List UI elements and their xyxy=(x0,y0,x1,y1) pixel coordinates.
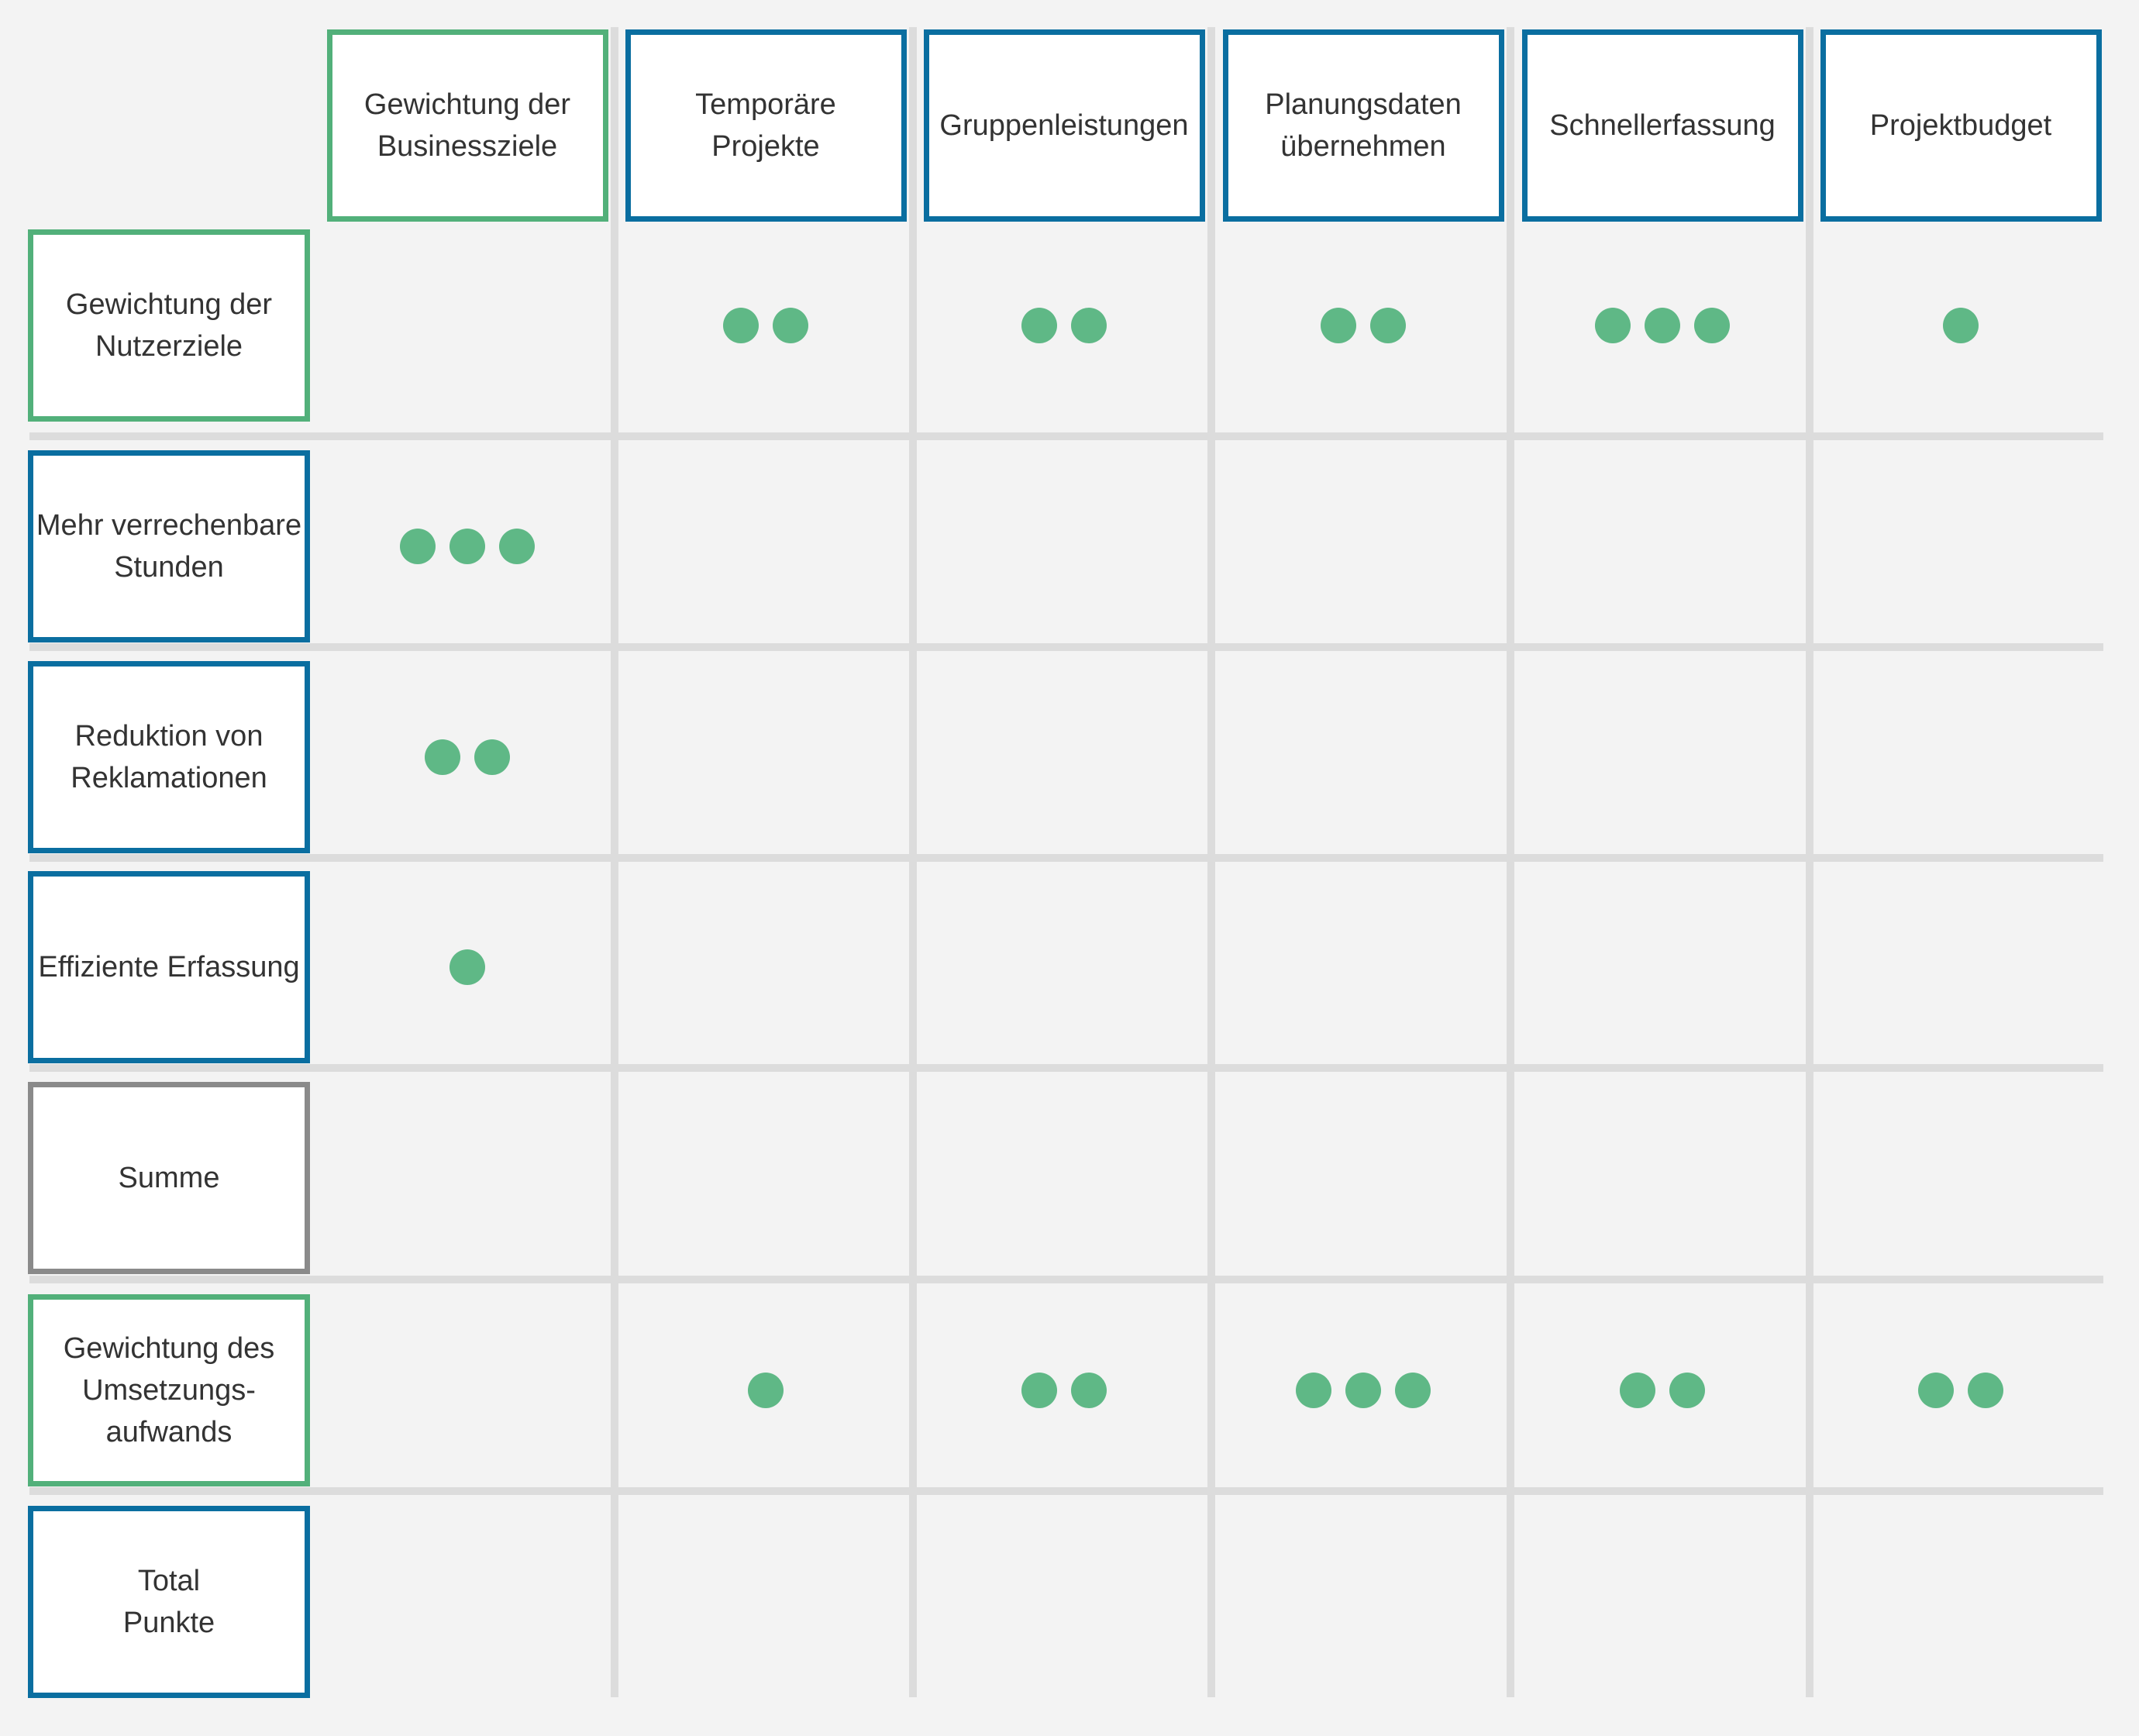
rating-dot xyxy=(1296,1373,1331,1408)
grid-column-divider xyxy=(909,27,917,1697)
rating-dot xyxy=(425,739,460,775)
rating-dot xyxy=(1021,308,1057,343)
rating-dot xyxy=(1694,308,1730,343)
rating-dot xyxy=(1620,1373,1655,1408)
row-header-stunden: Mehr verrechenbare Stunden xyxy=(28,450,310,642)
rating-dot xyxy=(1370,308,1406,343)
rating-dot xyxy=(1071,308,1107,343)
grid-row-divider xyxy=(29,854,2103,862)
column-header-schnell: Schnellerfassung xyxy=(1521,29,1803,222)
rating-dot xyxy=(1943,308,1979,343)
rating-dot xyxy=(1071,1373,1107,1408)
grid-row-divider xyxy=(29,1064,2103,1072)
rating-dot xyxy=(1395,1373,1431,1408)
row-header-aufwand: Gewichtung des Umsetzungs- aufwands xyxy=(28,1294,310,1486)
rating-dot xyxy=(1595,308,1631,343)
rating-dot xyxy=(723,308,759,343)
column-header-temp: Temporäre Projekte xyxy=(625,29,907,222)
row-header-total: Total Punkte xyxy=(28,1506,310,1698)
grid-column-divider xyxy=(1806,27,1814,1697)
rating-dot xyxy=(1669,1373,1705,1408)
grid-column-divider xyxy=(1507,27,1514,1697)
column-header-gruppen: Gruppenleistungen xyxy=(923,29,1205,222)
rating-dot xyxy=(1968,1373,2003,1408)
rating-dot xyxy=(773,308,808,343)
rating-dot xyxy=(450,949,485,985)
grid-row-divider xyxy=(29,643,2103,651)
rating-dot xyxy=(748,1373,784,1408)
rating-dot xyxy=(499,529,535,564)
rating-dot xyxy=(1645,308,1680,343)
grid-row-divider xyxy=(29,432,2103,440)
grid-row-divider xyxy=(29,1487,2103,1495)
rating-dot xyxy=(1321,308,1356,343)
rating-dot xyxy=(400,529,436,564)
rating-dot xyxy=(474,739,510,775)
column-header-budget: Projektbudget xyxy=(1820,29,2102,222)
row-header-nutzer: Gewichtung der Nutzerziele xyxy=(28,229,310,422)
rating-dot xyxy=(1021,1373,1057,1408)
grid-row-divider xyxy=(29,1276,2103,1283)
column-header-business: Gewichtung der Businessziele xyxy=(326,29,608,222)
rating-dot xyxy=(1918,1373,1954,1408)
row-header-erfassung: Effiziente Erfassung xyxy=(28,871,310,1063)
grid-column-divider xyxy=(1207,27,1215,1697)
row-header-summe: Summe xyxy=(28,1082,310,1274)
column-header-planung: Planungsdaten übernehmen xyxy=(1222,29,1504,222)
rating-dot xyxy=(450,529,485,564)
grid-column-divider xyxy=(611,27,618,1697)
rating-dot xyxy=(1345,1373,1381,1408)
row-header-reklamationen: Reduktion von Reklamationen xyxy=(28,661,310,853)
